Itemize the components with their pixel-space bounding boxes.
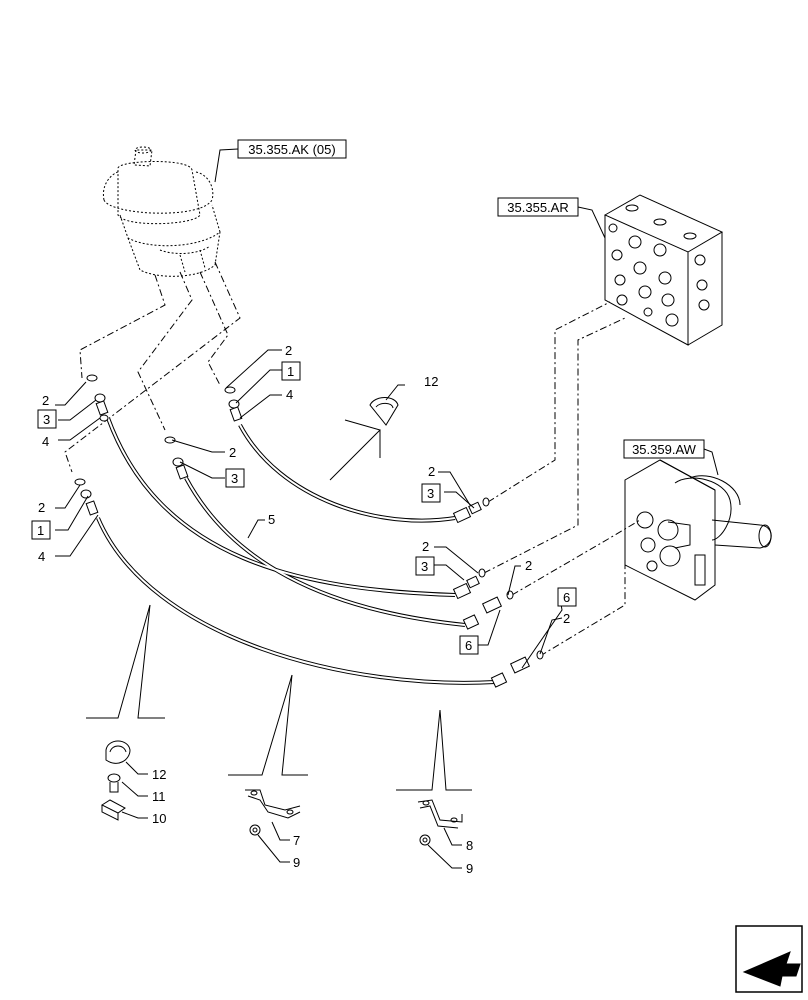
ref-label-control-valve: 35.359.AW	[632, 442, 697, 457]
callout-9: 9	[293, 855, 300, 870]
clamp-10	[100, 799, 126, 821]
valve-block-ar	[603, 194, 724, 346]
nut-9a	[249, 824, 261, 836]
hydraulic-hoses	[96, 417, 496, 685]
callout-10: 10	[152, 811, 166, 826]
callout-3: 3	[231, 471, 238, 486]
block-leader-lines	[483, 301, 641, 657]
callout-8: 8	[466, 838, 473, 853]
callout-3: 3	[427, 486, 434, 501]
hydraulic-hoses-inner	[97, 417, 496, 684]
clip-12-lower	[105, 740, 131, 764]
bracket-8	[417, 799, 463, 829]
callout-12: 12	[152, 767, 166, 782]
callout-2: 2	[285, 343, 292, 358]
callout-6: 6	[563, 590, 570, 605]
detail-leaders	[86, 604, 472, 791]
callout-leaders	[55, 349, 563, 869]
callout-3: 3	[421, 559, 428, 574]
bracket-7	[245, 789, 301, 819]
callout-1: 1	[287, 364, 294, 379]
callout-2: 2	[38, 500, 45, 515]
callout-2: 2	[229, 445, 236, 460]
callout-6: 6	[465, 638, 472, 653]
ref-label-valve-block: 35.355.AR	[507, 200, 568, 215]
callout-4: 4	[42, 434, 49, 449]
clip-12-upper	[329, 397, 399, 481]
callout-2: 2	[42, 393, 49, 408]
ref-box-joystick[interactable]: 35.355.AK (05)	[214, 139, 347, 183]
next-page-arrow-icon[interactable]	[735, 925, 803, 993]
ref-box-valve-block[interactable]: 35.355.AR	[497, 197, 606, 239]
callout-4: 4	[38, 549, 45, 564]
joystick-assembly	[102, 146, 221, 277]
callout-9: 9	[466, 861, 473, 876]
boxed-callouts	[31, 361, 577, 655]
nut-9b	[419, 834, 431, 846]
hose-fittings	[74, 374, 544, 688]
callout-3: 3	[43, 412, 50, 427]
callout-2: 2	[525, 558, 532, 573]
callout-4: 4	[286, 387, 293, 402]
callout-2: 2	[428, 464, 435, 479]
callout-2: 2	[563, 611, 570, 626]
callout-7: 7	[293, 833, 300, 848]
callout-2: 2	[422, 539, 429, 554]
bolt-11	[107, 773, 121, 793]
callout-1: 1	[37, 523, 44, 538]
callout-11: 11	[152, 789, 166, 804]
ref-box-control-valve[interactable]: 35.359.AW	[623, 439, 719, 476]
control-valve-aw	[624, 459, 772, 601]
ref-label-joystick: 35.355.AK (05)	[248, 142, 335, 157]
callout-12: 12	[424, 374, 438, 389]
callout-5: 5	[268, 512, 275, 527]
joystick-leader-lines	[64, 261, 241, 473]
